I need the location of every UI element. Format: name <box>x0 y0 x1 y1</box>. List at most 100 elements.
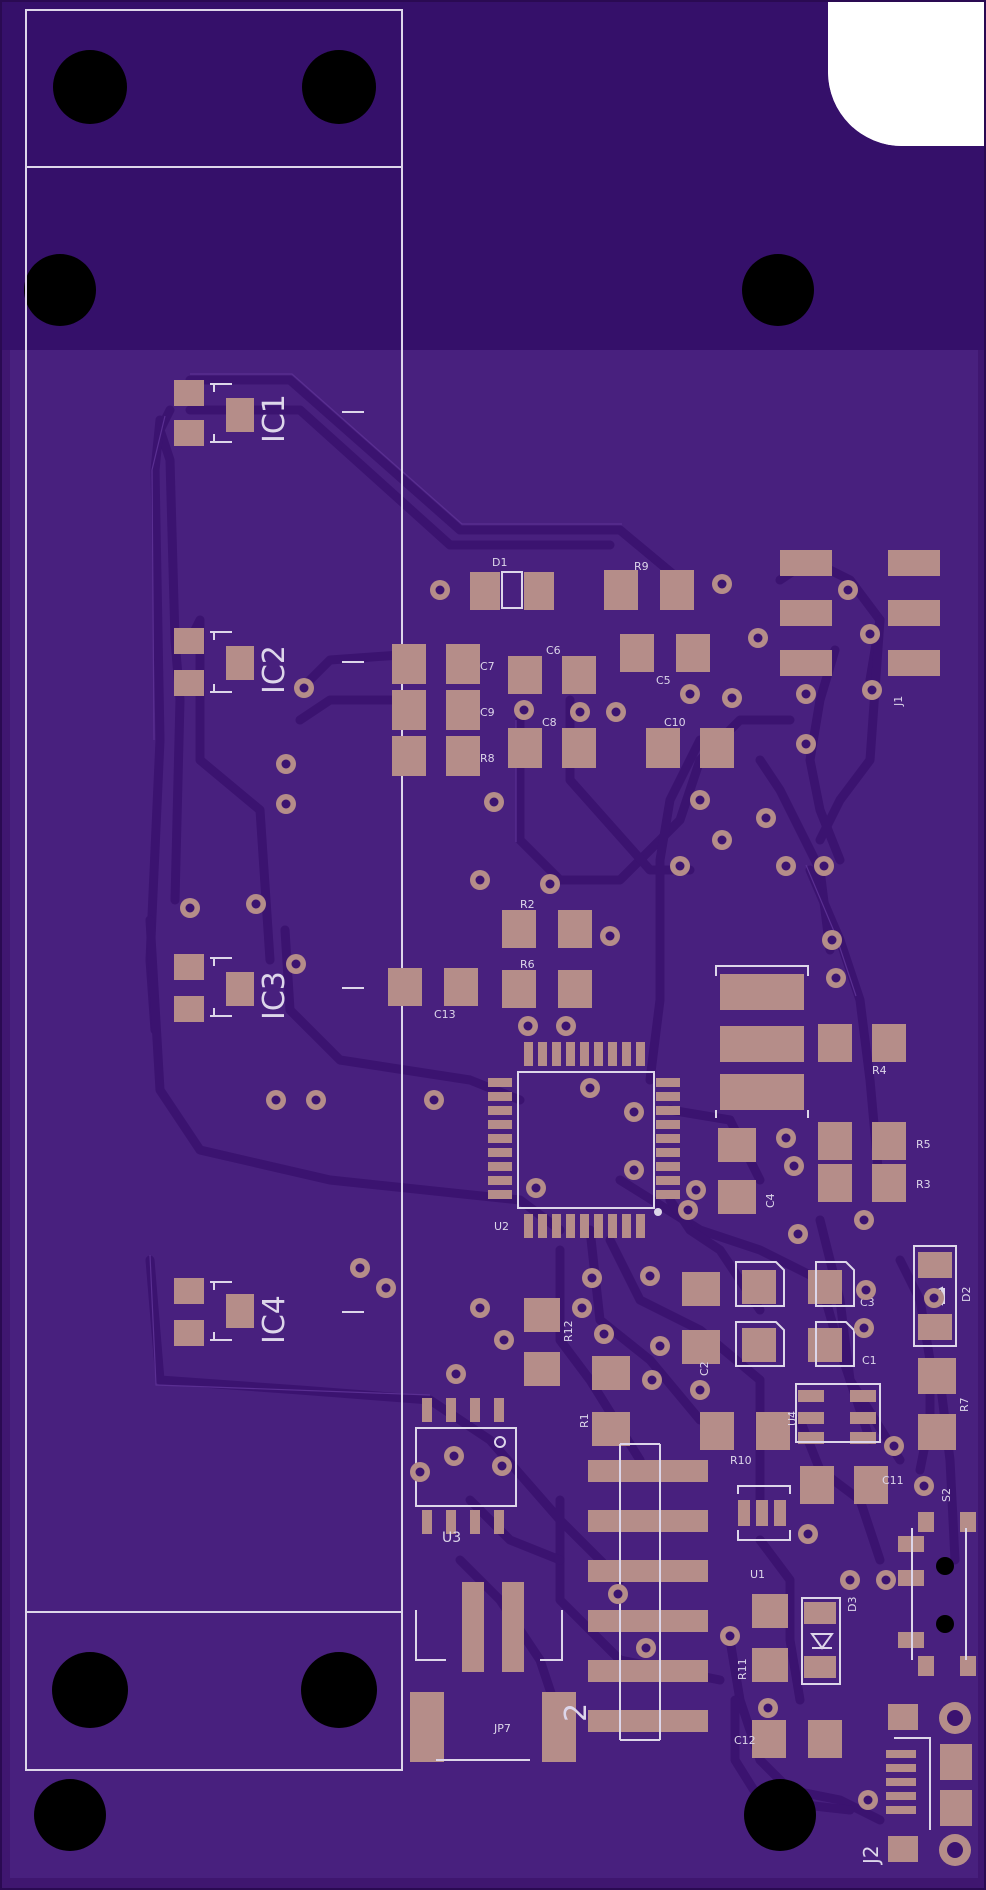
via-hole <box>789 1161 799 1171</box>
label-s2: S2 <box>940 1488 953 1502</box>
via-hole <box>645 1271 655 1281</box>
label-c4: C4 <box>764 1193 777 1208</box>
via-hole <box>585 1083 595 1093</box>
via-hole <box>691 1185 701 1195</box>
label-ic2: IC2 <box>257 645 292 694</box>
via-hole <box>803 1529 813 1539</box>
via-hole <box>761 813 771 823</box>
mounting-hole <box>24 254 96 326</box>
via-hole <box>629 1107 639 1117</box>
via-hole <box>861 1285 871 1295</box>
ic4-package <box>174 1278 364 1346</box>
mounting-hole <box>301 1652 377 1728</box>
via-hole <box>587 1273 597 1283</box>
via-hole <box>577 1303 587 1313</box>
label-ic4: IC4 <box>257 1295 292 1344</box>
u2-qfn <box>488 1042 680 1238</box>
via-hole <box>271 1095 281 1105</box>
via-hole <box>685 689 695 699</box>
via-hole <box>831 973 841 983</box>
via-hole <box>889 1441 899 1451</box>
label-c13: C13 <box>434 1008 456 1021</box>
label-r10: R10 <box>730 1454 752 1467</box>
via-hole <box>251 899 261 909</box>
via-hole <box>845 1575 855 1585</box>
via-hole <box>561 1021 571 1031</box>
label-r6: R6 <box>520 958 535 971</box>
silk-text-ic: IC1 IC2 IC3 IC4 <box>257 394 292 1344</box>
label-r8: R8 <box>480 752 495 765</box>
via-hole <box>881 1575 891 1585</box>
label-u3: U3 <box>442 1530 461 1546</box>
label-r11: R11 <box>736 1658 749 1680</box>
via-hole <box>415 1467 425 1477</box>
via-hole <box>763 1703 773 1713</box>
label-num2: 2 <box>559 1703 594 1722</box>
trace-highlights <box>149 373 857 1396</box>
label-u1: U1 <box>750 1568 765 1581</box>
board-upper-region <box>0 0 986 350</box>
label-c11: C11 <box>882 1474 904 1487</box>
via-hole <box>451 1369 461 1379</box>
ic2-package <box>174 628 364 696</box>
via-hole <box>781 1133 791 1143</box>
via-hole <box>613 1589 623 1599</box>
mounting-hole <box>52 1652 128 1728</box>
via-hole <box>753 633 763 643</box>
label-r9: R9 <box>634 560 649 573</box>
smd-pads <box>388 550 976 1862</box>
label-jp7: JP7 <box>493 1722 511 1735</box>
mounting-holes <box>24 50 816 1851</box>
via-hole <box>497 1461 507 1471</box>
via-hole <box>499 1335 509 1345</box>
via-hole <box>727 693 737 703</box>
label-j1: J1 <box>892 696 905 707</box>
via-hole <box>683 1205 693 1215</box>
via-hole <box>185 903 195 913</box>
via-hole <box>863 1795 873 1805</box>
via-hole <box>867 685 877 695</box>
notch-cutout <box>828 0 986 146</box>
ic-packages <box>174 380 364 1346</box>
label-j2: J2 <box>859 1845 883 1866</box>
label-r7: R7 <box>958 1397 971 1412</box>
via-hole <box>429 1095 439 1105</box>
label-c7: C7 <box>480 660 495 673</box>
via-hole <box>355 1263 365 1273</box>
via-hole <box>381 1283 391 1293</box>
via-hole <box>435 585 445 595</box>
label-c1: C1 <box>862 1354 877 1367</box>
label-u4: U4 <box>786 1411 799 1426</box>
via-hole <box>655 1341 665 1351</box>
via-hole <box>611 707 621 717</box>
via-hole <box>859 1323 869 1333</box>
label-c12: C12 <box>734 1734 756 1747</box>
via-hole <box>599 1329 609 1339</box>
via-hole <box>531 1183 541 1193</box>
via-hole <box>919 1481 929 1491</box>
via-hole <box>545 879 555 889</box>
label-c5: C5 <box>656 674 671 687</box>
ic1-package <box>174 380 364 446</box>
via-hole <box>827 935 837 945</box>
via-hole <box>801 689 811 699</box>
via-hole <box>291 959 301 969</box>
via-hole <box>717 835 727 845</box>
mounting-hole <box>34 1779 106 1851</box>
via-hole <box>781 861 791 871</box>
via-hole <box>475 1303 485 1313</box>
via-hole <box>859 1215 869 1225</box>
silk-text-large: U3 J2 2 <box>442 1530 883 1866</box>
via-hole <box>575 707 585 717</box>
mounting-hole <box>744 1779 816 1851</box>
via-hole <box>929 1293 939 1303</box>
label-ic3: IC3 <box>257 971 292 1020</box>
via-hole <box>629 1165 639 1175</box>
via-hole <box>647 1375 657 1385</box>
via-hole <box>449 1451 459 1461</box>
ic3-package <box>174 954 364 1022</box>
via-hole <box>819 861 829 871</box>
via-hole <box>675 861 685 871</box>
